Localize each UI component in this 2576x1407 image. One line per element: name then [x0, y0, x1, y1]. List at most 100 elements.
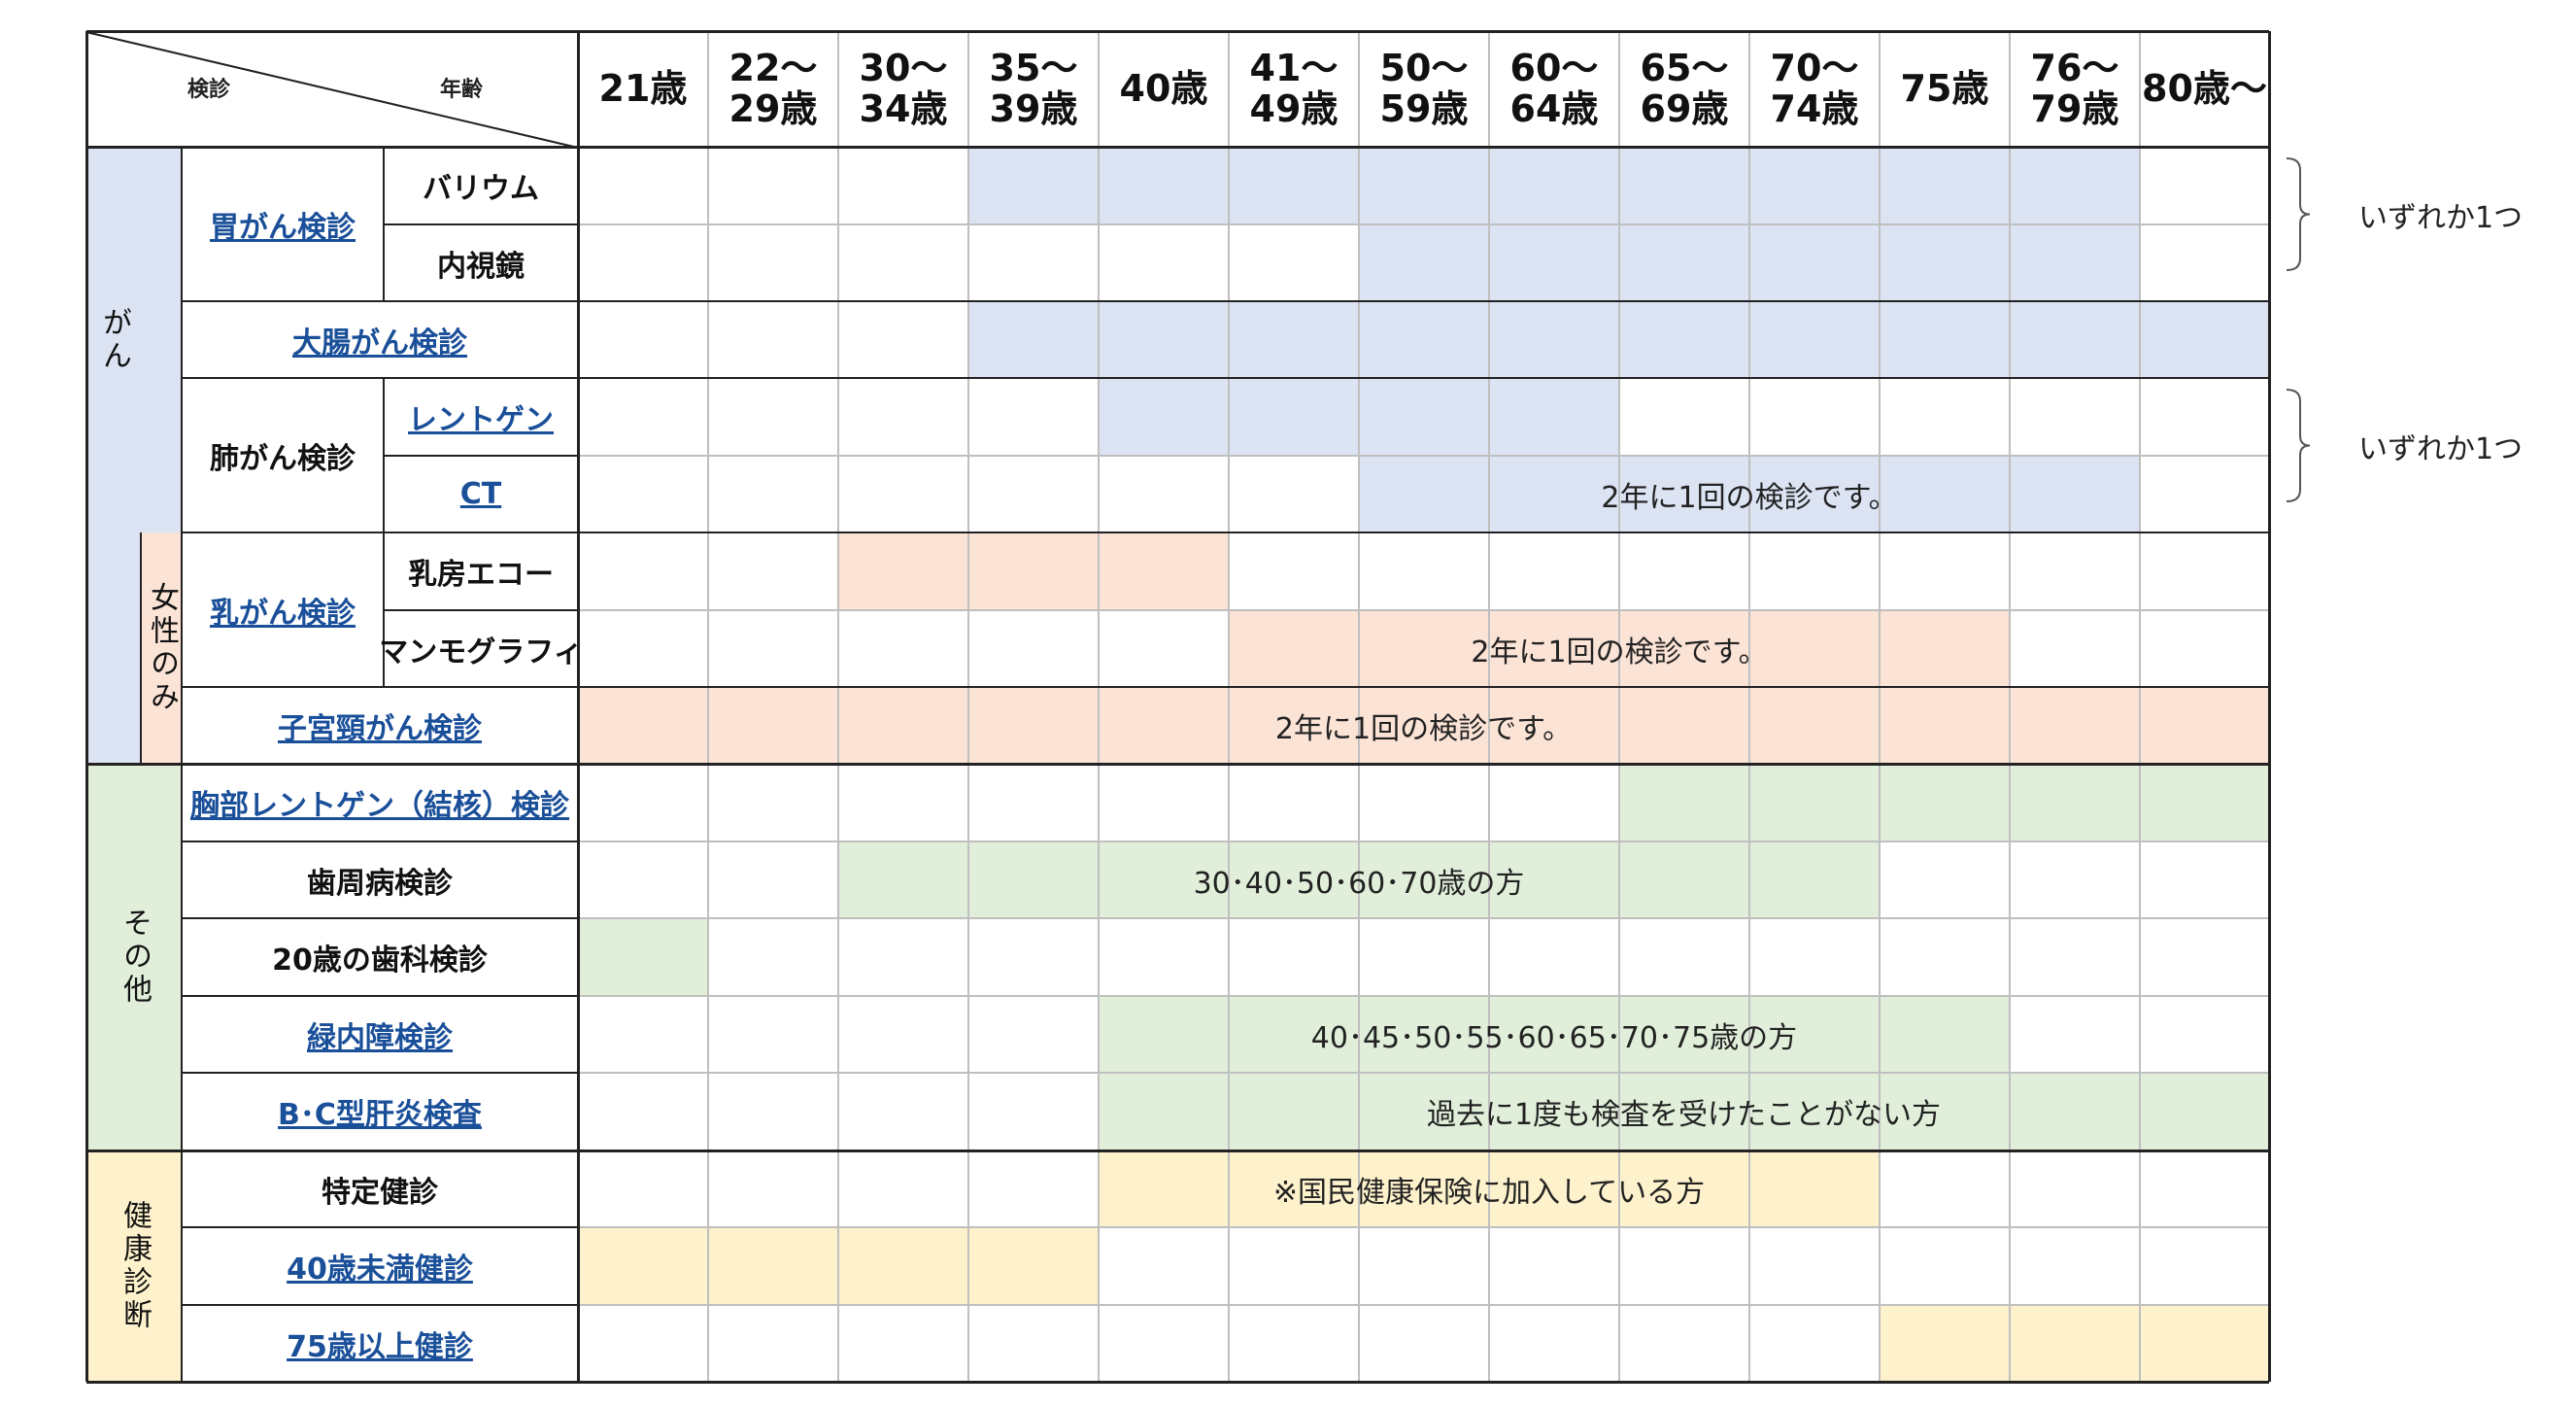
exam-name-label[interactable]: B･C型肝炎検査 — [278, 1098, 482, 1132]
exam-name-label[interactable]: 大腸がん検診 — [292, 326, 467, 360]
block-divider — [182, 532, 2269, 533]
eligibility-bar — [968, 147, 2140, 224]
bar-caption: 2年に1回の検診です。 — [1274, 711, 1573, 746]
exam-method-label[interactable]: CT — [459, 477, 502, 511]
exam-name-label[interactable]: 乳がん検診 — [210, 596, 356, 631]
exam-name-label: 歯周病検診 — [307, 866, 453, 901]
sub-divider — [384, 455, 578, 457]
frame-top — [86, 29, 2269, 33]
group-health-bg — [86, 1150, 182, 1382]
grid-line-v — [1748, 31, 1750, 1382]
eligibility-bar — [1099, 1073, 2269, 1150]
grid-line-h — [578, 455, 2269, 457]
grid-line-v — [1358, 31, 1360, 1382]
group-label-women: 女性のみ — [145, 582, 179, 714]
grid-line-v — [1879, 31, 1881, 1382]
block-divider — [182, 300, 2269, 302]
row-divider — [182, 995, 578, 997]
bar-caption: 40･45･50･55･60･65･70･75歳の方 — [1310, 1020, 1798, 1055]
grid-line-v — [2009, 31, 2011, 1382]
age-header: 21歳 — [598, 66, 688, 110]
exam-method-label: 内視鏡 — [437, 249, 525, 284]
age-header: 60～ 64歳 — [1509, 47, 1599, 130]
side-note-choose-one: いずれか1つ — [2357, 200, 2524, 235]
grid-line-v — [967, 31, 969, 1382]
group-label-cancer: がん — [97, 306, 131, 373]
header-corner-age-label: 年齢 — [439, 78, 483, 102]
exam-name-label[interactable]: 40歳未満健診 — [287, 1253, 473, 1287]
exam-name-label: 肺がん検診 — [210, 441, 356, 476]
exam-name-label[interactable]: 75歳以上健診 — [287, 1329, 473, 1364]
header-corner-exam-label: 検診 — [186, 78, 230, 102]
exam-name-label: 20歳の歯科検診 — [272, 944, 488, 978]
group-other-bg — [86, 764, 182, 1150]
grid-line-h — [578, 1304, 2269, 1306]
bar-caption: 2年に1回の検診です。 — [1471, 635, 1768, 669]
grid-line-v — [837, 31, 839, 1382]
group-divider — [86, 1149, 2269, 1152]
exam-name-label[interactable]: 緑内障検診 — [307, 1020, 453, 1055]
frame-left — [85, 31, 88, 1382]
bar-caption: 2年に1回の検診です。 — [1601, 480, 1898, 515]
age-header: 80歳～ — [2142, 66, 2267, 110]
exam-name-label[interactable]: 胸部レントゲン（結核）検診 — [190, 789, 569, 823]
age-header: 50～ 59歳 — [1379, 47, 1469, 130]
bar-caption: ※国民健康保険に加入している方 — [1272, 1175, 1706, 1210]
grid-line-v — [707, 31, 709, 1382]
exam-name-label: 特定健診 — [322, 1175, 438, 1210]
grid-line-v — [1098, 31, 1100, 1382]
age-header: 70～ 74歳 — [1770, 47, 1859, 130]
grid-line-v — [1228, 31, 1230, 1382]
bar-caption: 30･40･50･60･70歳の方 — [1193, 866, 1525, 901]
frame-right — [2267, 31, 2271, 1382]
group-label-other: その他 — [118, 908, 152, 1007]
group-label-health: 健康診断 — [118, 1200, 152, 1332]
sub-divider — [384, 609, 578, 611]
age-header: 40歳 — [1119, 66, 1208, 110]
eligibility-bar — [1619, 764, 2269, 841]
brace-bracket — [2286, 157, 2311, 271]
age-header: 41～ 49歳 — [1249, 47, 1339, 130]
eligibility-bar — [1880, 1305, 2269, 1382]
exam-method-label: バリウム — [423, 172, 539, 206]
eligibility-bar — [578, 687, 2269, 764]
sub-col-divider — [383, 378, 385, 532]
exam-method-label: マンモグラフィ — [379, 635, 583, 669]
grid-line-h — [578, 609, 2269, 611]
exam-name-label[interactable]: 子宮頸がん検診 — [278, 711, 482, 746]
grid-line-v — [2139, 31, 2141, 1382]
row-divider — [182, 841, 578, 842]
brace-bracket — [2286, 389, 2311, 502]
grid-line-h — [578, 917, 2269, 919]
grid-line-h — [578, 1072, 2269, 1074]
grid-line-v — [1488, 31, 1490, 1382]
age-header: 75歳 — [1900, 66, 1989, 110]
side-note-choose-one: いずれか1つ — [2357, 431, 2524, 466]
sub-col-divider — [383, 532, 385, 687]
block-divider — [182, 686, 2269, 688]
exam-method-label[interactable]: レントゲン — [408, 403, 554, 437]
age-header: 76～ 79歳 — [2030, 47, 2119, 130]
age-header: 65～ 69歳 — [1640, 47, 1729, 130]
bar-caption: 過去に1度も検査を受けたことがない方 — [1426, 1098, 1942, 1132]
exam-method-label: 乳房エコー — [408, 558, 554, 592]
grid-line-h — [578, 841, 2269, 842]
group-col-edge — [181, 147, 183, 1382]
frame-bottom — [86, 1380, 2269, 1384]
group-women-bg — [141, 532, 182, 764]
grid-line-v — [1618, 31, 1620, 1382]
exam-name-label[interactable]: 胃がん検診 — [210, 210, 356, 245]
age-header: 22～ 29歳 — [729, 47, 818, 130]
sub-divider — [384, 223, 578, 225]
row-divider — [182, 917, 578, 919]
group-divider — [86, 762, 2269, 766]
grid-line-h — [578, 995, 2269, 997]
label-col-edge — [576, 31, 580, 1382]
row-divider — [182, 1304, 578, 1306]
age-header: 30～ 34歳 — [859, 47, 948, 130]
women-col-divider — [140, 532, 142, 764]
grid-line-h — [578, 223, 2269, 225]
row-divider — [182, 1226, 578, 1228]
grid-line-h — [578, 1226, 2269, 1228]
